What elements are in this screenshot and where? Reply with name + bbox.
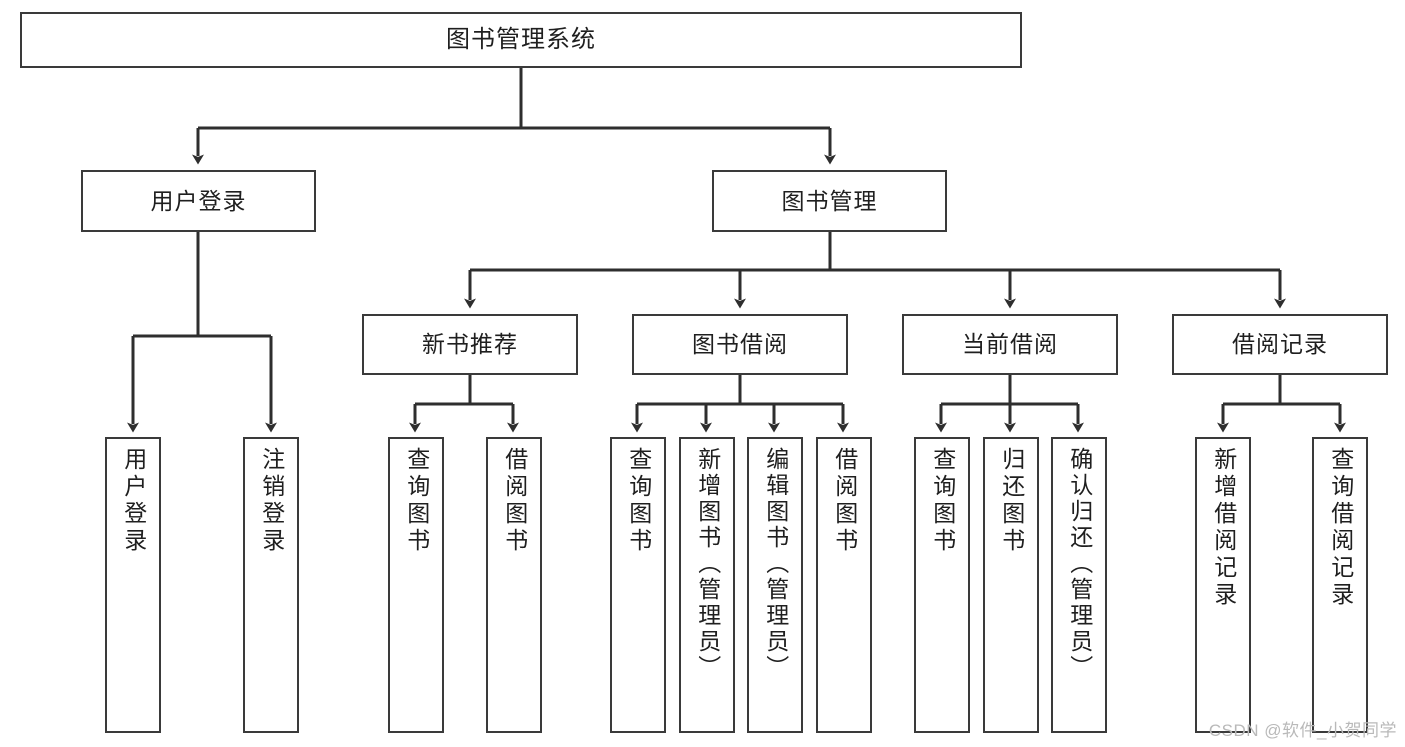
leaf-label: 查询图书: [929, 447, 956, 555]
leaf-label: 查询借阅记录: [1327, 447, 1354, 609]
leaf-record-add-record[interactable]: 新增借阅记录: [1195, 437, 1251, 733]
leaf-label: 归还图书: [998, 447, 1025, 555]
leaf-label: 借阅图书: [501, 447, 528, 555]
node-book-management[interactable]: 图书管理: [712, 170, 947, 232]
leaf-label: 查询图书: [403, 447, 430, 555]
watermark-text: CSDN @软件_小贺同学: [1208, 721, 1397, 740]
node-label: 当前借阅: [962, 331, 1058, 358]
node-label: 用户登录: [150, 187, 247, 214]
node-book-borrow[interactable]: 图书借阅: [632, 314, 848, 375]
leaf-current-confirm-return-admin[interactable]: 确认归还（管理员）: [1051, 437, 1107, 733]
leaf-label: 新增图书（管理员）: [694, 447, 721, 681]
leaf-label: 注销登录: [258, 447, 285, 555]
leaf-recommend-borrow-book[interactable]: 借阅图书: [486, 437, 542, 733]
node-user-login[interactable]: 用户登录: [81, 170, 316, 232]
node-label: 图书借阅: [692, 331, 788, 358]
node-label: 新书推荐: [422, 331, 518, 358]
node-label: 图书管理: [781, 187, 878, 214]
leaf-label: 用户登录: [120, 447, 147, 555]
leaf-borrow-query-book[interactable]: 查询图书: [610, 437, 666, 733]
node-current-borrow[interactable]: 当前借阅: [902, 314, 1118, 375]
leaf-borrow-add-book-admin[interactable]: 新增图书（管理员）: [679, 437, 735, 733]
node-new-book-recommend[interactable]: 新书推荐: [362, 314, 578, 375]
leaf-current-query-book[interactable]: 查询图书: [914, 437, 970, 733]
leaf-label: 新增借阅记录: [1210, 447, 1237, 609]
node-root-system[interactable]: 图书管理系统: [20, 12, 1022, 68]
leaf-label: 确认归还（管理员）: [1066, 447, 1093, 681]
leaf-borrow-borrow-book[interactable]: 借阅图书: [816, 437, 872, 733]
leaf-record-query-record[interactable]: 查询借阅记录: [1312, 437, 1368, 733]
leaf-label: 编辑图书（管理员）: [762, 447, 789, 681]
leaf-recommend-query-book[interactable]: 查询图书: [388, 437, 444, 733]
leaf-label: 查询图书: [625, 447, 652, 555]
node-label: 借阅记录: [1232, 331, 1328, 358]
leaf-user-login-signout[interactable]: 注销登录: [243, 437, 299, 733]
leaf-user-login-signin[interactable]: 用户登录: [105, 437, 161, 733]
leaf-label: 借阅图书: [831, 447, 858, 555]
leaf-current-return-book[interactable]: 归还图书: [983, 437, 1039, 733]
node-label: 图书管理系统: [446, 26, 596, 54]
leaf-borrow-edit-book-admin[interactable]: 编辑图书（管理员）: [747, 437, 803, 733]
node-borrow-record[interactable]: 借阅记录: [1172, 314, 1388, 375]
